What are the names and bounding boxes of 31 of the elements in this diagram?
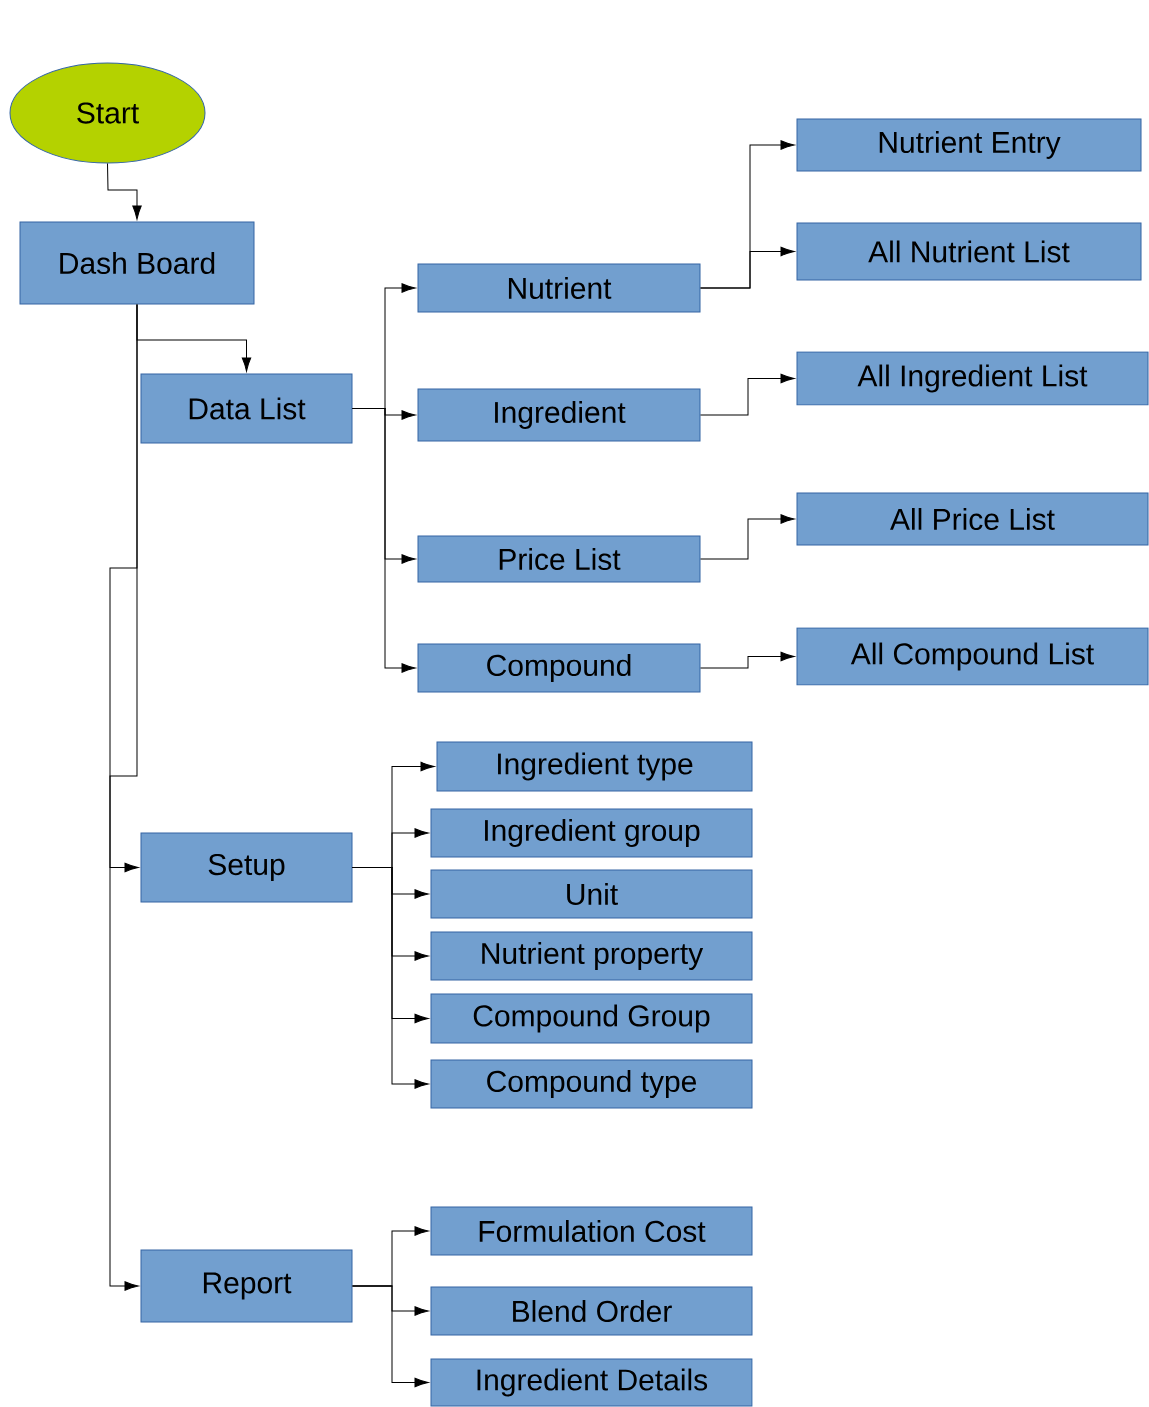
process-box: Data List bbox=[140, 373, 353, 444]
arrow bbox=[352, 1285, 429, 1388]
process-box: Formulation Cost bbox=[430, 1206, 753, 1256]
arrow bbox=[352, 408, 416, 673]
process-box: Compound bbox=[417, 643, 701, 693]
process-box: Nutrient bbox=[417, 263, 701, 313]
process-box: Nutrient property bbox=[430, 931, 753, 981]
process-box: All Price List bbox=[796, 492, 1149, 546]
process-box: Ingredient bbox=[417, 388, 701, 442]
process-box: All Nutrient List bbox=[796, 222, 1142, 281]
process-box: Blend Order bbox=[430, 1286, 753, 1336]
process-box: Ingredient Details bbox=[430, 1358, 753, 1407]
arrow bbox=[109, 304, 139, 1291]
process-box: Ingredient group bbox=[430, 808, 753, 858]
arrow bbox=[700, 373, 795, 416]
arrow bbox=[700, 514, 795, 560]
process-box: Nutrient Entry bbox=[796, 118, 1142, 172]
arrow bbox=[107, 163, 142, 220]
process-box: Compound type bbox=[430, 1059, 753, 1109]
process-box: Setup bbox=[140, 832, 353, 903]
process-box: Price List bbox=[417, 535, 701, 583]
process-box: Unit bbox=[430, 869, 753, 919]
process-box: Ingredient type bbox=[436, 741, 753, 792]
process-box: All Compound List bbox=[796, 627, 1149, 686]
process-box: Report bbox=[140, 1249, 353, 1323]
process-box: All Ingredient List bbox=[796, 351, 1149, 406]
arrow bbox=[700, 651, 795, 669]
process-box: Dash Board bbox=[19, 221, 255, 305]
process-box: Compound Group bbox=[430, 993, 753, 1044]
arrow bbox=[700, 246, 795, 289]
arrow bbox=[352, 867, 429, 1089]
